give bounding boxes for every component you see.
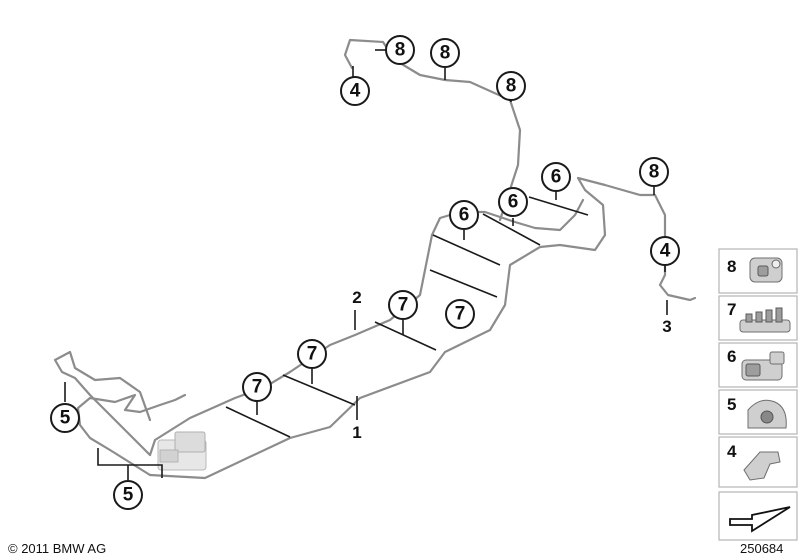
pipe-left-b bbox=[76, 393, 187, 477]
clip-7-icon bbox=[739, 307, 791, 333]
legend-number: 6 bbox=[727, 347, 736, 366]
callout-label: 4 bbox=[350, 81, 361, 102]
callout-label: 6 bbox=[551, 167, 562, 188]
callout-label: 8 bbox=[649, 162, 660, 183]
legend-panel: 8 7 6 bbox=[718, 248, 798, 541]
label-line-1[interactable]: 1 bbox=[352, 423, 361, 442]
callout-label: 8 bbox=[395, 40, 406, 61]
hydraulic-unit bbox=[157, 431, 207, 471]
callout-label: 4 bbox=[660, 241, 671, 262]
brake-pipes bbox=[53, 38, 697, 480]
copyright-text: © 2011 BMW AG bbox=[8, 541, 106, 556]
callout-label: 8 bbox=[440, 43, 451, 64]
legend-item-4[interactable]: 4 bbox=[718, 436, 798, 488]
clip-8-icon bbox=[749, 257, 783, 283]
legend-item-6[interactable]: 6 bbox=[718, 342, 798, 388]
callout-label: 7 bbox=[252, 377, 263, 398]
callout-mid-7d[interactable]: 7 bbox=[242, 372, 272, 402]
clip-crossbars bbox=[225, 196, 589, 438]
callout-label: 7 bbox=[307, 344, 318, 365]
callout-mid-7a[interactable]: 7 bbox=[388, 290, 418, 320]
callout-label: 6 bbox=[508, 192, 519, 213]
pipe-left-a bbox=[53, 350, 152, 457]
legend-item-8[interactable]: 8 bbox=[718, 248, 798, 294]
callout-right-4[interactable]: 4 bbox=[650, 236, 680, 266]
leader-lines bbox=[64, 49, 666, 480]
legend-item-7[interactable]: 7 bbox=[718, 295, 798, 341]
legend-number: 4 bbox=[727, 442, 737, 461]
pipe-main-upper bbox=[148, 198, 585, 457]
callout-right-8[interactable]: 8 bbox=[639, 157, 669, 187]
callout-left-5a[interactable]: 5 bbox=[50, 403, 80, 433]
callout-mid-6a[interactable]: 6 bbox=[541, 162, 571, 192]
callout-mid-7c[interactable]: 7 bbox=[297, 339, 327, 369]
callout-label: 5 bbox=[123, 485, 134, 506]
label-line-2[interactable]: 2 bbox=[352, 288, 361, 307]
callout-label: 5 bbox=[60, 408, 71, 429]
clip-4-icon bbox=[743, 451, 781, 481]
legend-number: 8 bbox=[727, 257, 736, 276]
callout-label: 7 bbox=[455, 304, 466, 325]
callout-mid-6c[interactable]: 6 bbox=[449, 200, 479, 230]
callout-top-8c[interactable]: 8 bbox=[496, 71, 526, 101]
callout-label: 7 bbox=[398, 295, 409, 316]
arrow-nav-icon[interactable] bbox=[718, 491, 798, 541]
callout-top-left-4[interactable]: 4 bbox=[340, 76, 370, 106]
legend-number: 5 bbox=[727, 395, 736, 414]
callout-mid-6b[interactable]: 6 bbox=[498, 187, 528, 217]
callout-label: 6 bbox=[459, 205, 470, 226]
callout-top-8b[interactable]: 8 bbox=[430, 38, 460, 68]
diagram-id: 250684 bbox=[740, 541, 783, 556]
pipe-top-run bbox=[343, 38, 522, 207]
callout-label: 8 bbox=[506, 76, 517, 97]
legend-number: 7 bbox=[727, 300, 736, 319]
clip-6-icon bbox=[741, 351, 785, 381]
callout-top-8a[interactable]: 8 bbox=[385, 35, 415, 65]
callout-left-5b[interactable]: 5 bbox=[113, 480, 143, 510]
legend-item-5[interactable]: 5 bbox=[718, 389, 798, 435]
callout-mid-7b[interactable]: 7 bbox=[445, 299, 475, 329]
pipe-main-lower bbox=[148, 176, 667, 480]
label-line-3[interactable]: 3 bbox=[662, 317, 671, 336]
clip-5-icon bbox=[747, 399, 787, 429]
